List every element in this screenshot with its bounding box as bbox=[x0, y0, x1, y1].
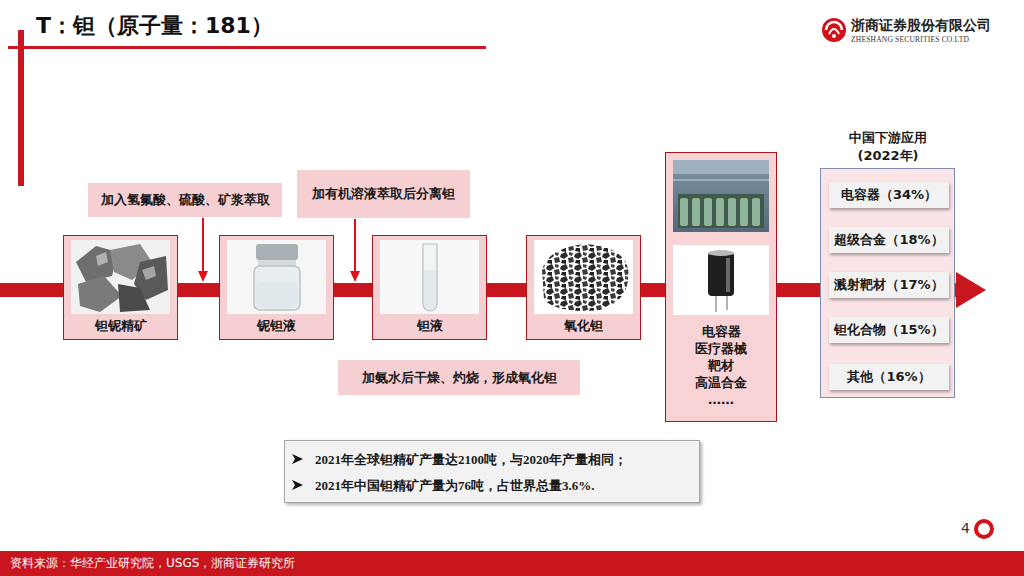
node-text: 钽化合物（15%） bbox=[834, 321, 943, 339]
page-ring bbox=[976, 521, 992, 537]
step-note: 加氨水后干燥、灼烧，形成氧化钽 bbox=[338, 360, 580, 395]
node-text: 加有机溶液萃取后分离钽 bbox=[312, 185, 455, 203]
company-name-en: ZHESHANG SECURITIES CO.LTD bbox=[851, 35, 969, 44]
process-box: 钽液 bbox=[372, 235, 487, 340]
flow-connector bbox=[178, 283, 219, 297]
source-band: 资料来源：华经产业研究院，USGS，浙商证券研究所 bbox=[0, 551, 1024, 576]
node-text: 其他（16%） bbox=[847, 368, 930, 386]
node-text: 资料来源：华经产业研究院，USGS，浙商证券研究所 bbox=[10, 555, 295, 572]
node-text: 高温合金 bbox=[695, 374, 747, 391]
flow-connector bbox=[641, 283, 665, 297]
node-text: 钽液 bbox=[417, 317, 443, 334]
node-text: 超级合金（18%） bbox=[834, 231, 943, 249]
step-arrow bbox=[354, 219, 356, 272]
node-text: 2021年全球钽精矿产量达2100吨，与2020年产量相同； bbox=[315, 451, 627, 468]
share-item: 溅射靶材（17%） bbox=[829, 272, 949, 298]
capacitor-image bbox=[673, 245, 769, 315]
application-box: 电容器医疗器械靶材高温合金…… bbox=[665, 152, 777, 422]
bullet-marks bbox=[292, 454, 303, 490]
node-text: 医疗器械 bbox=[695, 340, 747, 357]
share-item: 其他（16%） bbox=[829, 364, 949, 390]
step-arrowhead bbox=[350, 271, 360, 282]
page-number: 4 bbox=[961, 520, 970, 536]
process-box: 钽铌精矿 bbox=[63, 235, 178, 340]
fact-box: 2021年全球钽精矿产量达2100吨，与2020年产量相同； 2021年中国钽精矿… bbox=[284, 440, 700, 503]
node-text: 铌钽液 bbox=[257, 317, 296, 334]
plant-image bbox=[673, 160, 769, 232]
node-text: 加入氢氟酸、硫酸、矿浆萃取 bbox=[101, 191, 270, 209]
share-item: 超级合金（18%） bbox=[829, 227, 949, 253]
node-text: 溅射靶材（17%） bbox=[834, 276, 943, 294]
flow-connector bbox=[777, 283, 820, 297]
process-box: 氧化钽 bbox=[526, 235, 641, 340]
node-text: 电容器（34%） bbox=[841, 186, 937, 204]
node-text: 电容器 bbox=[702, 323, 741, 340]
side-bar bbox=[18, 30, 24, 186]
flow-arrowhead bbox=[956, 272, 986, 308]
process-box: 铌钽液 bbox=[219, 235, 334, 340]
company-logo bbox=[822, 18, 846, 42]
ore-image bbox=[71, 240, 170, 314]
flow-band bbox=[0, 283, 64, 297]
panel-heading: 中国下游应用 (2022年) bbox=[838, 129, 938, 165]
node-text: 2021年中国钽精矿产量为76吨，占世界总量3.6%. bbox=[315, 477, 595, 494]
tube-image bbox=[380, 240, 479, 314]
step-note: 加入氢氟酸、硫酸、矿浆萃取 bbox=[88, 183, 282, 217]
step-note: 加有机溶液萃取后分离钽 bbox=[297, 170, 470, 218]
node-text: …… bbox=[708, 391, 734, 408]
step-arrow bbox=[202, 218, 204, 272]
title-rule bbox=[8, 46, 486, 49]
vial-image bbox=[227, 240, 326, 314]
share-item: 电容器（34%） bbox=[829, 182, 949, 208]
flow-connector bbox=[334, 283, 372, 297]
oxide-image bbox=[534, 240, 633, 314]
node-text: 靶材 bbox=[708, 357, 734, 374]
share-item: 钽化合物（15%） bbox=[829, 317, 949, 343]
node-text: 钽铌精矿 bbox=[95, 317, 147, 334]
company-name: 浙商证券股份有限公司 bbox=[851, 17, 991, 35]
share-panel: 中国下游应用 (2022年)电容器（34%）超级合金（18%）溅射靶材（17%）… bbox=[820, 168, 955, 398]
node-text: 加氨水后干燥、灼烧，形成氧化钽 bbox=[362, 369, 557, 387]
flow-connector bbox=[487, 283, 526, 297]
slide-title: T：钽（原子量：181） bbox=[36, 11, 273, 41]
node-text: 氧化钽 bbox=[564, 317, 603, 334]
step-arrowhead bbox=[198, 271, 208, 282]
